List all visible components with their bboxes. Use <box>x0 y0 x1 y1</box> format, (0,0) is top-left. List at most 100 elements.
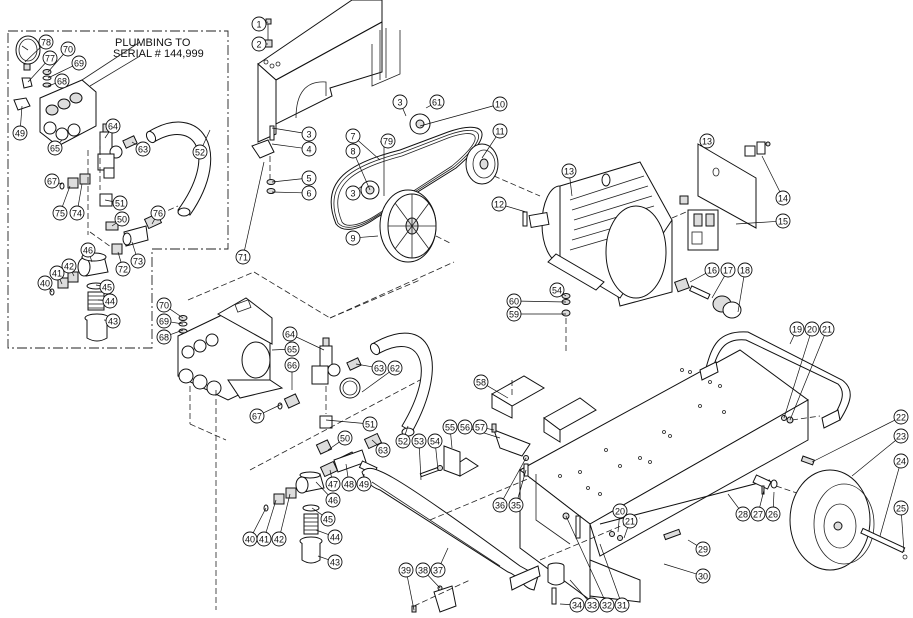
callout-circle <box>345 185 361 201</box>
callout-number: 54 <box>430 437 440 447</box>
callout-circle <box>235 249 251 265</box>
callout-circle <box>893 409 909 425</box>
mount-bracket-icon <box>493 429 531 457</box>
frame-holes <box>558 368 726 496</box>
switch-plate-icon <box>756 141 766 155</box>
hose-icon <box>147 121 212 216</box>
callout-number: 41 <box>259 535 269 545</box>
callout-circle <box>380 133 396 149</box>
callout-circle <box>387 360 403 376</box>
callout-number: 61 <box>432 98 442 108</box>
callout-number: 56 <box>460 423 470 433</box>
callout-part-42: 42 <box>61 258 77 274</box>
leader-line-13a <box>569 177 573 197</box>
pump-assembly-icon <box>177 297 284 401</box>
callout-number: 70 <box>63 45 73 55</box>
callout-circle <box>327 529 343 545</box>
callout-part-79: 79 <box>380 133 396 149</box>
axle-icon <box>752 474 772 490</box>
pump-head-icon <box>39 41 141 147</box>
callout-part-39: 39 <box>398 562 414 578</box>
callout-part-70: 70 <box>60 41 76 57</box>
callout-number: 21 <box>625 517 635 527</box>
callout-number: 62 <box>390 364 400 374</box>
callout-number: 22 <box>896 413 906 423</box>
callout-circle <box>492 96 508 112</box>
callout-number: 33 <box>587 601 597 611</box>
leader-line-72 <box>117 251 122 263</box>
callout-number: 65 <box>50 144 60 154</box>
leader-line-65 <box>271 348 286 351</box>
callout-circle <box>320 511 336 527</box>
callout-circle <box>457 419 473 435</box>
callout-part-3c: 3 <box>345 185 361 201</box>
callout-number: 65 <box>287 345 297 355</box>
leader-line-25 <box>901 514 905 553</box>
callout-circle <box>105 118 121 134</box>
leader-line-28 <box>727 493 740 509</box>
callout-circle <box>71 55 87 71</box>
callout-part-29: 29 <box>695 541 711 557</box>
callout-number: 48 <box>344 480 354 490</box>
callout-part-51: 51 <box>362 416 378 432</box>
callout-circle <box>599 597 615 613</box>
callout-part-30: 30 <box>695 568 711 584</box>
washer-icon <box>42 75 52 81</box>
leader-line-74 <box>77 183 83 207</box>
callout-part-55: 55 <box>442 419 458 435</box>
leader-line-76 <box>151 218 155 225</box>
callout-circle <box>561 163 577 179</box>
callout-circle <box>415 562 431 578</box>
wheel-icon <box>789 469 875 571</box>
filter-screen-icon <box>303 513 319 535</box>
callout-circle <box>398 562 414 578</box>
callout-part-69: 69 <box>71 55 87 71</box>
callout-number: 47 <box>328 480 338 490</box>
callout-number: 79 <box>383 137 393 147</box>
callout-number: 68 <box>57 77 67 87</box>
callout-part-22: 22 <box>893 409 909 425</box>
leader-line-50 <box>111 222 117 227</box>
callout-part-63: 63 <box>135 141 151 157</box>
callout-number: 24 <box>896 457 906 467</box>
callout-number: 25 <box>896 504 906 514</box>
leader-line-63a <box>355 363 373 368</box>
callout-part-67: 67 <box>249 408 265 424</box>
callout-part-58: 58 <box>473 374 489 390</box>
callout-number: 63 <box>374 364 384 374</box>
callout-circle <box>392 94 408 110</box>
callout-number: 43 <box>108 317 118 327</box>
callout-number: 10 <box>495 100 505 110</box>
tee-fitting-icon <box>319 415 333 429</box>
leader-line-49 <box>20 105 23 127</box>
callout-number: 11 <box>495 127 504 137</box>
callout-part-25: 25 <box>893 500 909 516</box>
callout-number: 26 <box>768 510 778 520</box>
leader-line-64 <box>296 336 325 351</box>
handle-clip-icon <box>433 585 457 613</box>
callout-circle <box>356 476 372 492</box>
callout-number: 3 <box>350 189 355 199</box>
leader-line-22 <box>811 419 895 463</box>
callout-circle <box>49 265 65 281</box>
leader-line-46 <box>315 481 329 496</box>
callout-circle <box>442 419 458 435</box>
leader-line-67 <box>58 182 63 185</box>
callout-circle <box>61 258 77 274</box>
callout-number: 36 <box>495 501 505 511</box>
callout-circle <box>893 500 909 516</box>
callout-number: 68 <box>159 333 169 343</box>
callout-part-5: 5 <box>301 170 317 186</box>
callout-part-21a: 21 <box>819 321 835 337</box>
leader-line-3a <box>271 127 303 134</box>
callout-part-13a: 13 <box>561 163 577 179</box>
callout-circle <box>345 128 361 144</box>
strain-relief-icon <box>674 277 690 293</box>
callout-circle <box>112 195 128 211</box>
callout-circle <box>735 506 751 522</box>
fitting-icon <box>67 177 79 189</box>
leader-line-10 <box>419 105 494 127</box>
callout-circle <box>612 503 628 519</box>
fitting-icon <box>57 277 69 289</box>
callout-part-13b: 13 <box>699 133 715 149</box>
